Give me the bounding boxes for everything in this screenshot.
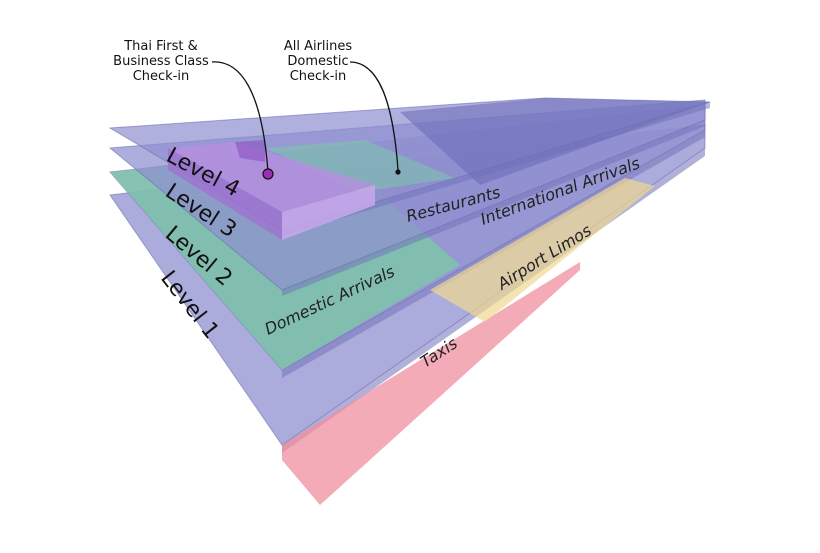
thai-callout-line-3: Check-in [133, 69, 190, 84]
thai-callout-marker [262, 168, 274, 180]
all-airlines-callout-marker [395, 169, 401, 175]
all-airlines-callout-line-2: Domestic [287, 54, 348, 69]
all-airlines-callout-line-3: Check-in [290, 69, 347, 84]
thai-callout-leader [211, 61, 269, 173]
taxis-area [282, 262, 580, 505]
thai-checkin-box-front [282, 185, 375, 240]
thai-callout-line-1: Thai First & [123, 39, 198, 54]
thai-callout-line-2: Business Class [113, 54, 209, 69]
level-4-right-dark [400, 98, 710, 185]
all-airlines-callout-leader [349, 61, 399, 171]
all-airlines-checkin-area [265, 140, 455, 192]
thai-checkin-box-side [168, 148, 282, 240]
thai-checkin-box-inner [235, 140, 265, 162]
all-airlines-callout-line-1: All Airlines [284, 39, 353, 54]
level-3-edge [282, 120, 705, 296]
airport-limos-area [430, 178, 655, 322]
level-4-edge [282, 102, 710, 236]
